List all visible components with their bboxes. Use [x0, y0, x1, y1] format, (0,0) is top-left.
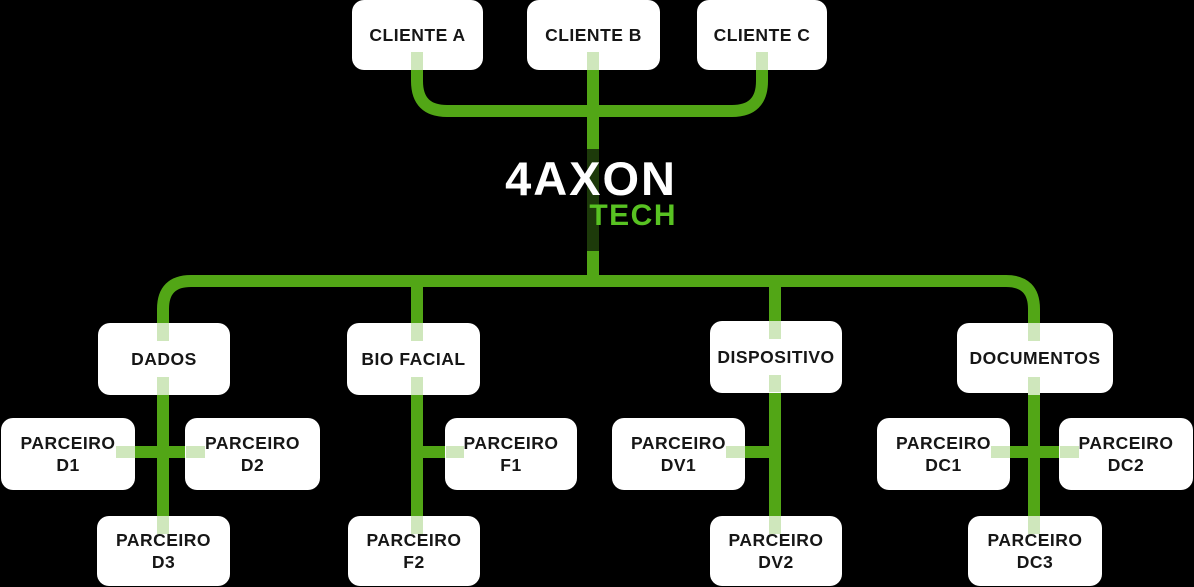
node-label: PARCEIRO — [987, 530, 1083, 550]
node-label: CLIENTE A — [369, 25, 466, 45]
connector-stub — [1060, 446, 1079, 458]
node-label: BIO FACIAL — [361, 349, 466, 369]
connector-stub — [769, 516, 781, 534]
connector-stub — [157, 516, 169, 534]
connector-stub — [1028, 516, 1040, 534]
main-distribution-line — [157, 275, 1040, 324]
connector-stub — [587, 52, 599, 70]
node-label: PARCEIRO — [366, 530, 462, 550]
connector-stub — [411, 323, 423, 341]
node-label: PARCEIRO — [204, 433, 301, 453]
node-label: F2 — [403, 552, 425, 572]
connector-stub — [991, 446, 1010, 458]
node-label: CLIENTE C — [713, 25, 811, 45]
connector-stub — [116, 446, 135, 458]
node-label: PARCEIRO — [895, 433, 992, 453]
node-parceiro-f1: PARCEIRO F1 — [445, 418, 577, 490]
connector-stub — [756, 52, 768, 70]
connector-stub — [411, 377, 423, 395]
node-label: F1 — [500, 455, 522, 475]
connector-stub — [411, 52, 423, 70]
connector-stub — [1028, 323, 1040, 341]
connector-stub — [769, 375, 781, 392]
connector-stub — [157, 323, 169, 341]
node-label: PARCEIRO — [463, 433, 559, 453]
node-label: DADOS — [131, 349, 197, 369]
node-label: DC3 — [1016, 552, 1054, 572]
node-parceiro-dc2: PARCEIRO DC2 — [1059, 418, 1193, 490]
logo-brand: 4AXON — [505, 152, 677, 205]
node-label: D3 — [151, 552, 176, 572]
node-label: DV2 — [758, 552, 794, 572]
connector-stub — [1028, 377, 1040, 395]
node-label: PARCEIRO — [728, 530, 824, 550]
node-label: DOCUMENTOS — [969, 348, 1101, 368]
connector-stub — [186, 446, 205, 458]
connector-stub — [157, 377, 169, 395]
connector-stub — [769, 321, 781, 339]
node-label: DC2 — [1107, 455, 1145, 475]
node-label: PARCEIRO — [20, 433, 116, 453]
node-parceiro-d1: PARCEIRO D1 — [1, 418, 135, 490]
node-parceiro-dc3: PARCEIRO DC3 — [968, 516, 1102, 586]
node-label: PARCEIRO — [630, 433, 727, 453]
node-parceiro-d2: PARCEIRO D2 — [185, 418, 320, 490]
node-parceiro-dc1: PARCEIRO DC1 — [877, 418, 1010, 490]
node-label: D1 — [56, 455, 80, 475]
logo-sub: TECH — [589, 199, 677, 232]
logo: 4AXON TECH — [505, 152, 677, 232]
node-label: D2 — [240, 455, 265, 475]
node-label: DISPOSITIVO — [717, 347, 835, 367]
node-label: PARCEIRO — [115, 530, 212, 550]
node-label: CLIENTE B — [545, 25, 642, 45]
node-label: DV1 — [660, 455, 697, 475]
connector-stub — [446, 446, 464, 458]
connector-stub — [726, 446, 745, 458]
connector-stub — [411, 516, 423, 534]
node-label: PARCEIRO — [1078, 433, 1174, 453]
node-parceiro-dv1: PARCEIRO DV1 — [612, 418, 745, 490]
node-label: DC1 — [925, 455, 962, 475]
